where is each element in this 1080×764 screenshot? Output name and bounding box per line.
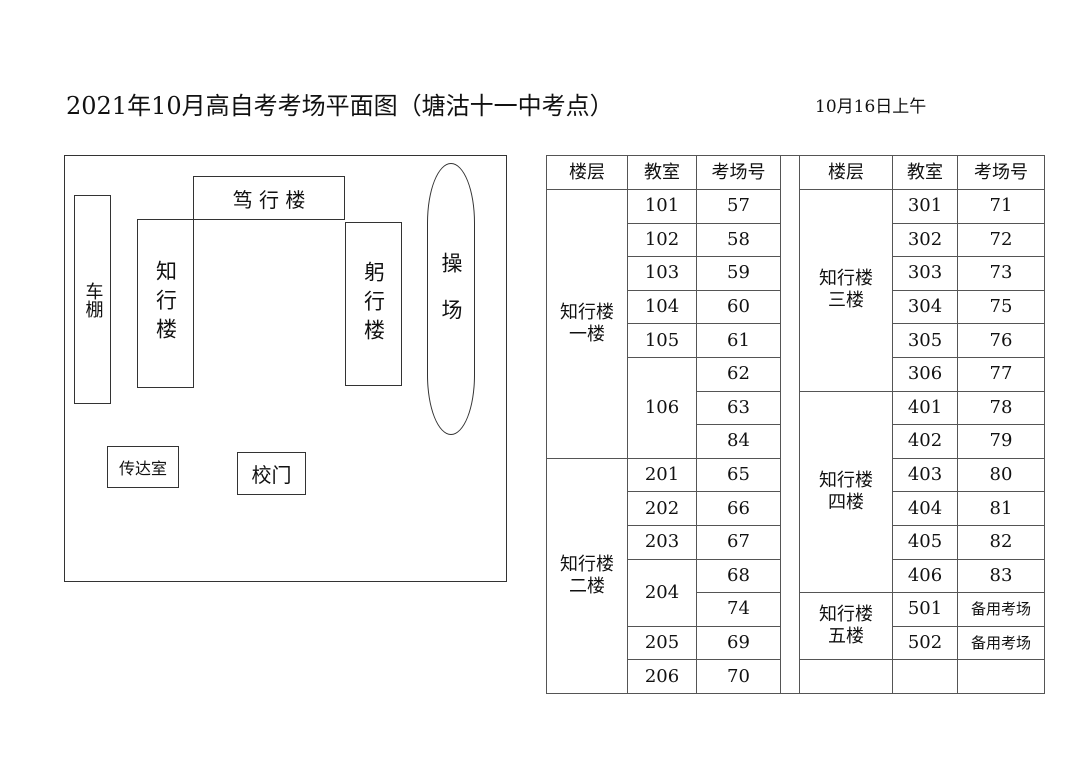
header-exam-no: 考场号 [696,155,781,190]
exam-number-cell: 69 [696,625,781,661]
floor-label: 知行楼四楼 [818,469,873,513]
table-gap [780,155,800,694]
exam-number-cell: 61 [696,323,781,358]
zhixing-building: 知行楼 [137,219,194,388]
school-gate: 校门 [237,452,306,495]
exam-number-cell: 67 [696,524,781,560]
room-cell: 405 [892,524,958,560]
exam-number-cell: 76 [957,323,1045,358]
exam-number-cell: 58 [696,222,781,258]
exam-number-cell: 59 [696,256,781,291]
exam-number-cell: 70 [696,659,781,694]
room-cell: 102 [627,222,697,258]
room-cell: 404 [892,491,958,526]
room-cell: 406 [892,558,958,594]
floor-label: 知行楼三楼 [818,268,873,312]
exam-number-cell: 84 [696,424,781,459]
room-cell: 205 [627,625,697,661]
empty-cell [957,659,1045,694]
exam-number-cell: 62 [696,356,781,392]
bike-shed: 车棚 [74,195,111,404]
exam-number-cell: 74 [696,592,781,627]
header-floor: 楼层 [799,155,893,190]
room-cell: 106 [627,356,697,459]
room-cell: 203 [627,524,697,560]
page-title: 2021年10月高自考考场平面图（塘沽十一中考点） [66,92,614,120]
floor-label: 知行楼二楼 [559,553,614,597]
floor-label: 知行楼一楼 [559,301,614,345]
room-cell: 204 [627,558,697,627]
header-room: 教室 [627,155,697,190]
header-room: 教室 [892,155,958,190]
header-floor: 楼层 [546,155,628,190]
room-cell: 402 [892,424,958,459]
exam-number-cell: 65 [696,457,781,493]
room-cell: 302 [892,222,958,258]
exam-number-cell: 66 [696,491,781,526]
exam-number-cell: 备用考场 [957,625,1045,661]
room-cell: 305 [892,323,958,358]
exam-number-cell: 80 [957,457,1045,493]
room-cell: 104 [627,289,697,325]
exam-number-cell: 63 [696,390,781,426]
floor-label: 知行楼五楼 [818,604,873,648]
room-cell: 303 [892,256,958,291]
header-exam-no: 考场号 [957,155,1045,190]
guard-room: 传达室 [107,446,179,488]
empty-cell [892,659,958,694]
room-cell: 304 [892,289,958,325]
exam-date: 10月16日上午 [815,97,927,117]
exam-number-cell: 备用考场 [957,592,1045,627]
empty-cell [799,659,893,694]
floor-cell: 知行楼一楼 [546,189,628,459]
room-cell: 206 [627,659,697,694]
floor-cell: 知行楼三楼 [799,189,893,392]
exam-number-cell: 78 [957,390,1045,426]
room-cell: 501 [892,592,958,627]
table-header-row: 楼层教室考场号楼层教室考场号 [546,155,1045,694]
room-cell: 502 [892,625,958,661]
exam-number-cell: 60 [696,289,781,325]
room-cell: 105 [627,323,697,358]
room-cell: 202 [627,491,697,526]
exam-number-cell: 57 [696,189,781,224]
room-cell: 101 [627,189,697,224]
exam-number-cell: 73 [957,256,1045,291]
exam-number-cell: 75 [957,289,1045,325]
room-cell: 103 [627,256,697,291]
room-cell: 301 [892,189,958,224]
floor-cell: 知行楼五楼 [799,592,893,661]
exam-number-cell: 81 [957,491,1045,526]
exam-number-cell: 77 [957,356,1045,392]
duxing-building: 笃 行 楼 [193,176,345,220]
exam-number-cell: 71 [957,189,1045,224]
exam-number-cell: 72 [957,222,1045,258]
exam-number-cell: 82 [957,524,1045,560]
room-cell: 401 [892,390,958,426]
floor-cell: 知行楼四楼 [799,390,893,594]
room-cell: 201 [627,457,697,493]
exam-number-cell: 68 [696,558,781,594]
playground: 操场 [427,163,475,435]
campus-map [64,155,507,582]
exam-number-cell: 79 [957,424,1045,459]
room-cell: 403 [892,457,958,493]
floor-cell: 知行楼二楼 [546,457,628,694]
room-cell: 306 [892,356,958,392]
exam-number-cell: 83 [957,558,1045,594]
gongxing-building: 躬行楼 [345,222,402,386]
